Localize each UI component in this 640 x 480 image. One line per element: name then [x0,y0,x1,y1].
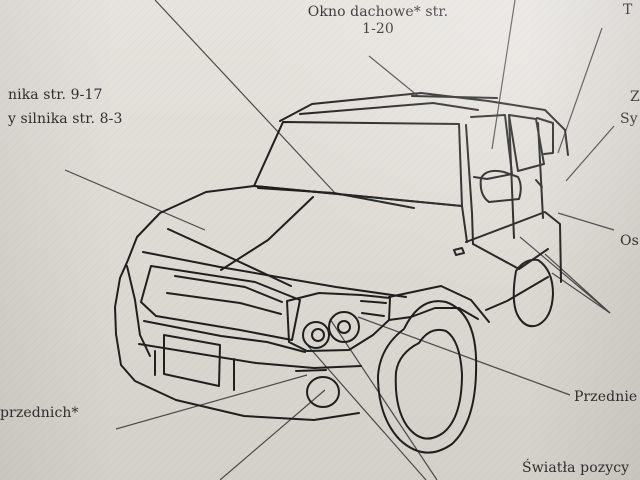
right-fragment-sy: Sy [620,111,638,128]
sunroof-label-top: Okno dachowe* str. [286,4,470,21]
bottom-right-front-label: Przednie [574,389,637,406]
bottom-left-front-label: przednich* [0,405,79,422]
left-label-line-1: nika str. 9-17 [8,87,103,104]
right-fragment-os: Os [620,233,639,250]
right-fragment-z: Z [630,89,640,106]
sunroof-label: Okno dachowe* str. 1-20 [286,4,470,38]
left-label-line-2: y silnika str. 8-3 [8,111,122,128]
bottom-right-lights-label: Światła pozycy [522,460,629,477]
fog-light-top-trim [296,370,326,371]
sunroof-label-page: 1-20 [286,21,470,38]
top-right-fragment: T [623,2,632,19]
